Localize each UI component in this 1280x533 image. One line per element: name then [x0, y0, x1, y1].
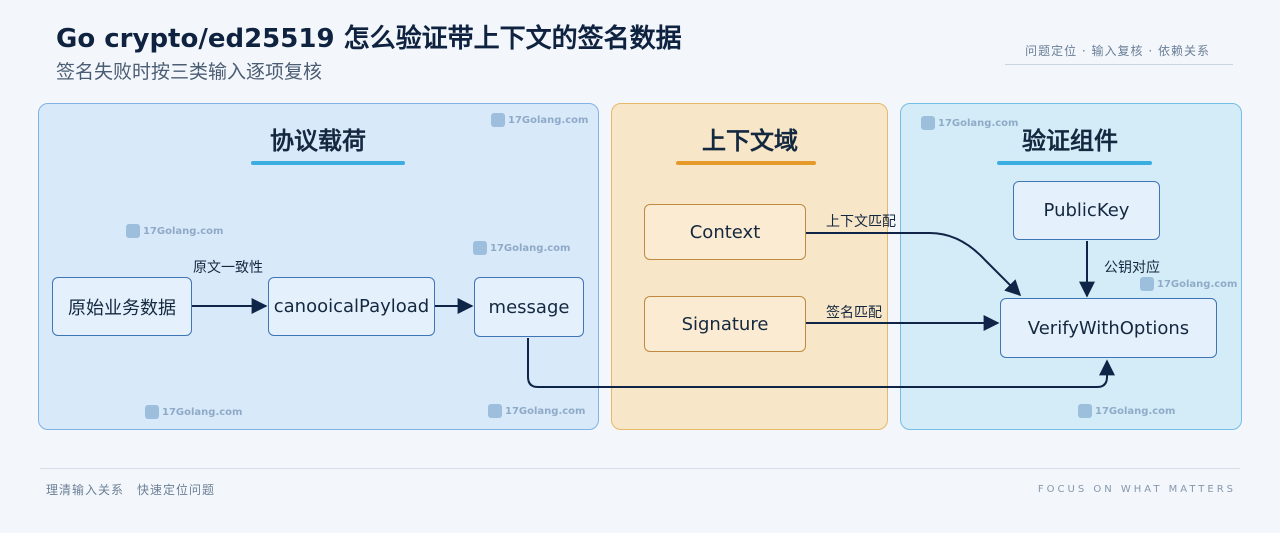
- watermark-logo: 17Golang.com: [473, 241, 570, 255]
- watermark-logo: 17Golang.com: [126, 224, 223, 238]
- signature-node: Signature: [644, 296, 806, 352]
- verify-with-options-node: VerifyWithOptions: [1000, 298, 1217, 358]
- watermark-icon: [1078, 404, 1092, 418]
- raw-business-data-node: 原始业务数据: [52, 277, 192, 336]
- canonical-payload-node: canooicalPayload: [268, 277, 435, 336]
- protocol-payload-panel: [38, 103, 599, 430]
- watermark-logo: 17Golang.com: [488, 404, 585, 418]
- watermark-icon: [126, 224, 140, 238]
- header-tags: 问题定位 · 输入复核 · 依赖关系: [1025, 44, 1210, 58]
- protocol-panel-title: 协议载荷: [270, 127, 366, 155]
- context-title-underline: [676, 161, 816, 165]
- watermark-icon: [491, 113, 505, 127]
- header-divider: [1005, 64, 1233, 65]
- verify-panel-title: 验证组件: [1022, 127, 1118, 155]
- watermark-logo: 17Golang.com: [1140, 277, 1237, 291]
- footer-divider: [40, 468, 1240, 469]
- context-domain-panel: [611, 103, 888, 430]
- arrow-context-to-verify: [806, 232, 1022, 297]
- watermark-icon: [921, 116, 935, 130]
- watermark-icon: [488, 404, 502, 418]
- watermark-logo: 17Golang.com: [1078, 404, 1175, 418]
- footer-right-text: FOCUS ON WHAT MATTERS: [1037, 484, 1236, 495]
- watermark-logo: 17Golang.com: [145, 405, 242, 419]
- message-node: message: [474, 277, 584, 337]
- verify-title-underline: [997, 161, 1152, 165]
- edge-label-key-match: 公钥对应: [1104, 260, 1160, 276]
- verify-components-panel: [900, 103, 1242, 430]
- edge-label-context-match: 上下文匹配: [826, 214, 896, 230]
- context-node: Context: [644, 204, 806, 260]
- edge-label-text-consistency: 原文一致性: [193, 260, 263, 276]
- context-panel-title: 上下文域: [702, 127, 798, 155]
- page-title: Go crypto/ed25519 怎么验证带上下文的签名数据: [56, 24, 682, 54]
- publickey-node: PublicKey: [1013, 181, 1160, 240]
- watermark-logo: 17Golang.com: [921, 116, 1018, 130]
- protocol-title-underline: [251, 161, 405, 165]
- arrow-message-to-verify: [527, 338, 1115, 388]
- watermark-logo: 17Golang.com: [491, 113, 588, 127]
- watermark-icon: [473, 241, 487, 255]
- watermark-icon: [145, 405, 159, 419]
- watermark-icon: [1140, 277, 1154, 291]
- page-subtitle: 签名失败时按三类输入逐项复核: [56, 61, 323, 83]
- edge-label-signature-match: 签名匹配: [826, 305, 882, 321]
- footer-left-text: 理清输入关系 快速定位问题: [46, 483, 216, 497]
